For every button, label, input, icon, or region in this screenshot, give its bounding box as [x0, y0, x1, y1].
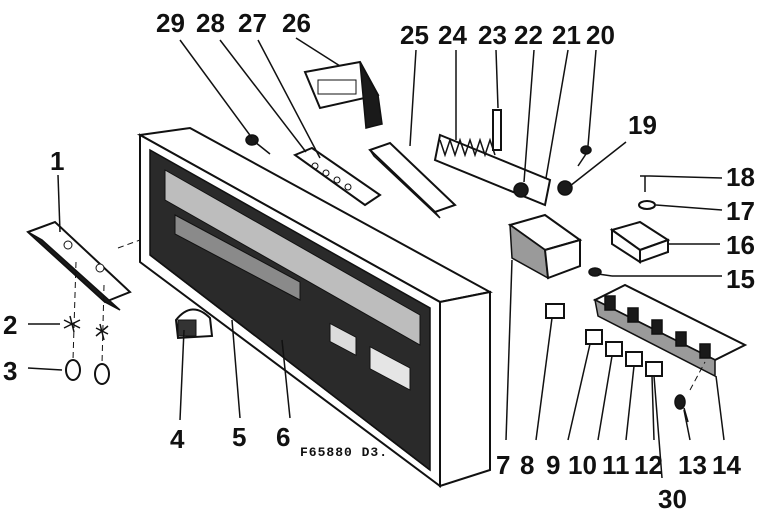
label-3: 3	[3, 356, 17, 386]
washer-2	[63, 315, 109, 341]
label-18: 18	[726, 162, 755, 192]
screw-15	[588, 267, 613, 277]
label-7: 7	[496, 450, 510, 480]
label-24: 24	[438, 20, 467, 50]
side-bracket	[26, 220, 132, 311]
diagram-code: F65880 D3.	[300, 445, 388, 460]
label-28: 28	[196, 8, 225, 38]
label-1: 1	[50, 146, 64, 176]
screw-29	[245, 134, 271, 155]
label-11: 11	[602, 450, 630, 480]
contact-strip	[292, 146, 382, 207]
connector-26	[303, 60, 383, 129]
label-30: 30	[658, 484, 687, 514]
label-29: 29	[156, 8, 185, 38]
label-9: 9	[546, 450, 560, 480]
label-21: 21	[552, 20, 581, 50]
switch-assembly-14	[592, 283, 748, 378]
label-23: 23	[478, 20, 507, 50]
screw-20	[577, 145, 592, 167]
label-19: 19	[628, 110, 657, 140]
screw-3	[65, 359, 110, 385]
screw-18	[640, 175, 650, 192]
label-8: 8	[520, 450, 534, 480]
label-12: 12	[634, 450, 663, 480]
label-13: 13	[678, 450, 707, 480]
block-16	[609, 220, 671, 264]
label-16: 16	[726, 230, 755, 260]
washer-17	[638, 200, 656, 210]
label-20: 20	[586, 20, 615, 50]
console-panel	[136, 126, 493, 488]
leader-lines	[27, 37, 725, 479]
switch-housing-7	[507, 213, 583, 280]
circuit-board	[368, 109, 573, 219]
label-5: 5	[232, 422, 246, 452]
push-buttons	[545, 303, 663, 377]
label-14: 14	[712, 450, 741, 480]
label-10: 10	[568, 450, 597, 480]
label-6: 6	[276, 422, 290, 452]
label-26: 26	[282, 8, 311, 38]
label-27: 27	[238, 8, 267, 38]
label-2: 2	[3, 310, 17, 340]
label-17: 17	[726, 196, 755, 226]
part-numbers: 1 2 3 4 5 6 7 8 9 10 11 12 13 14 15 16 1…	[3, 8, 755, 514]
label-15: 15	[726, 264, 755, 294]
label-4: 4	[170, 424, 185, 454]
label-25: 25	[400, 20, 429, 50]
label-22: 22	[514, 20, 543, 50]
knob-4	[174, 308, 214, 340]
